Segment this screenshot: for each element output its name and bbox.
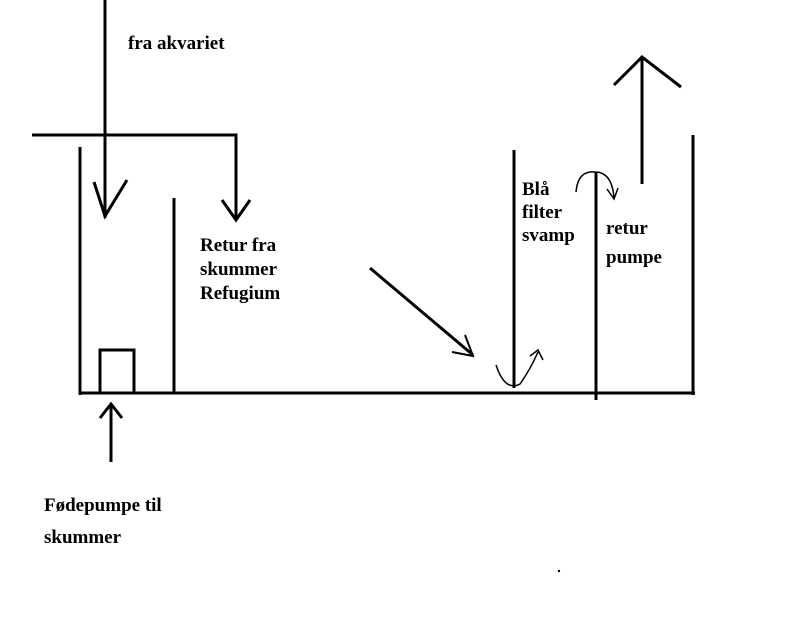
- flow-arrow-to-sponge: [369, 266, 475, 358]
- feed-pump-box: [98, 348, 136, 395]
- return-from-skimmer-arrow: [32, 133, 252, 223]
- label-return-pump: retur pumpe: [606, 218, 662, 268]
- label-from-aquarium: fra akvariet: [128, 33, 225, 54]
- inlet-arrow-from-aquarium: [92, 0, 129, 220]
- return-pump-outlet-arrow: [612, 55, 682, 184]
- baffles: [172, 150, 598, 400]
- label-feed-pump: Fødepumpe til skummer: [44, 495, 162, 548]
- sponge-flow-curve: [495, 348, 544, 387]
- label-return-from-skimmer: Retur fra skummer Refugium: [200, 235, 281, 304]
- stray-dot: [557, 569, 561, 573]
- feed-pump-arrow: [98, 401, 124, 462]
- label-blue-filter-sponge: Blå filter svamp: [522, 179, 575, 246]
- overflow-curve-arrow: [575, 171, 619, 201]
- sump-tank-outline: [78, 135, 695, 395]
